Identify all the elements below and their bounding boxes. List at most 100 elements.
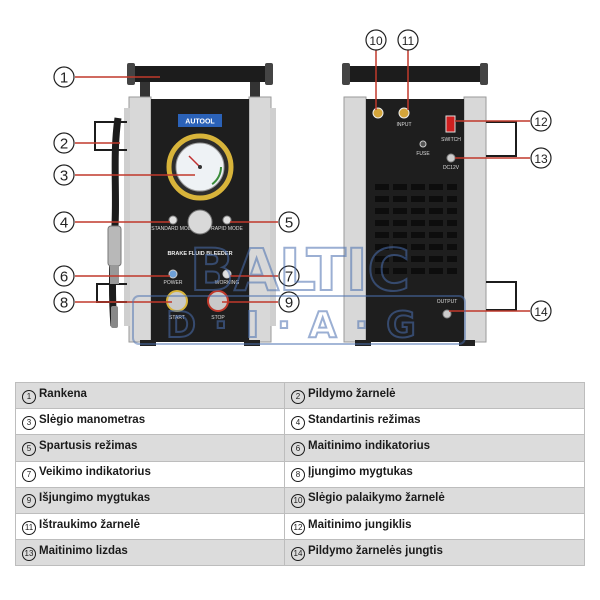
legend-number: 9 (22, 494, 36, 509)
callout-12-text: 12 (534, 115, 548, 129)
callout-10 (365, 29, 387, 51)
mode-knob[interactable] (187, 209, 213, 235)
standard-mode-button[interactable] (168, 215, 178, 225)
dc-label: DC12V (443, 165, 460, 171)
callout-13 (530, 147, 552, 169)
watermark-line2: D·I·A·G (166, 305, 434, 346)
legend-label: Slėgio palaikymo žarnelė (308, 492, 445, 505)
callout-12 (530, 110, 552, 132)
callout-14-text: 14 (534, 305, 548, 319)
callout-8-text: 8 (60, 295, 68, 312)
callout-8 (53, 291, 75, 313)
pressure-hose-port[interactable] (372, 107, 384, 119)
callout-6 (53, 265, 75, 287)
legend-label: Standartinis režimas (308, 413, 421, 426)
legend-label: Rankena (39, 387, 87, 400)
handle (129, 66, 271, 82)
rapid-mode-label: RAPID MODE (211, 226, 243, 232)
callout-3-text: 3 (60, 168, 68, 185)
start-label: START (169, 315, 185, 321)
callout-2-text: 2 (60, 136, 68, 153)
legend-label: Veikimo indikatorius (39, 466, 151, 479)
working-indicator (222, 269, 232, 279)
power-switch[interactable] (445, 115, 456, 133)
callout-2 (53, 132, 75, 154)
legend-label: Maitinimo lizdas (39, 544, 128, 557)
callout-11-text: 11 (402, 34, 415, 48)
legend-number: 13 (22, 546, 36, 561)
brand-label: AUTOOL (185, 119, 215, 126)
callout-7 (278, 265, 300, 287)
output-connector[interactable] (442, 309, 452, 319)
legend-label: Ištraukimo žarnelė (39, 518, 140, 531)
callout-10-text: 10 (369, 34, 383, 48)
legend-label: Pildymo žarnelės jungtis (308, 544, 443, 557)
output-label: OUTPUT (437, 299, 458, 305)
rapid-mode-button[interactable] (222, 215, 232, 225)
callout-6-text: 6 (60, 269, 68, 286)
legend-number: 6 (291, 441, 305, 456)
fuse-label: FUSE (416, 151, 430, 157)
leader-lines (75, 50, 530, 312)
legend-label: Išjungimo mygtukas (39, 492, 151, 505)
legend-label: Maitinimo jungiklis (308, 518, 412, 531)
legend-label: Pildymo žarnelė (308, 387, 396, 400)
extraction-hose-port[interactable] (398, 107, 410, 119)
legend-number: 7 (22, 468, 36, 483)
power-indicator (168, 269, 178, 279)
callout-7-text: 7 (285, 269, 293, 286)
callout-13-text: 13 (534, 152, 548, 166)
callout-4-text: 4 (60, 215, 68, 232)
product-diagram: AUTOOL STANDARD MODE RAPID MODE BRAKE FL… (53, 29, 552, 347)
callout-3 (53, 164, 75, 186)
legend-number: 3 (22, 415, 36, 430)
legend-number: 5 (22, 441, 36, 456)
model-label: BRAKE FLUID BLEEDER (167, 251, 232, 257)
working-indicator-label: WORKING (215, 280, 240, 286)
callout-11 (397, 29, 419, 51)
legend-number: 1 (22, 389, 36, 404)
power-socket[interactable] (446, 153, 456, 163)
back-unit: INPUT SWITCH FUSE DC12V OUTPUT (342, 63, 517, 346)
legend-label: Slėgio manometras (39, 413, 146, 426)
callout-9-text: 9 (285, 295, 293, 312)
callout-5-text: 5 (285, 215, 293, 232)
switch-label: SWITCH (441, 137, 461, 143)
power-indicator-label: POWER (164, 280, 183, 286)
hose-hook (94, 121, 127, 151)
legend-label: Spartusis režimas (39, 439, 138, 452)
input-label: INPUT (397, 122, 412, 128)
legend-number: 14 (291, 546, 305, 561)
legend-number: 2 (291, 389, 305, 404)
watermark-line1: BALTIC (190, 236, 410, 304)
legend-number: 8 (291, 468, 305, 483)
callout-4 (53, 211, 75, 233)
callout-5 (278, 211, 300, 233)
legend-number: 10 (291, 494, 305, 509)
legend-label: Maitinimo indikatorius (308, 439, 431, 452)
standard-mode-label: STANDARD MODE (151, 226, 195, 232)
callout-14 (530, 300, 552, 322)
legend-number: 12 (291, 520, 305, 535)
vent-grille (375, 184, 457, 274)
